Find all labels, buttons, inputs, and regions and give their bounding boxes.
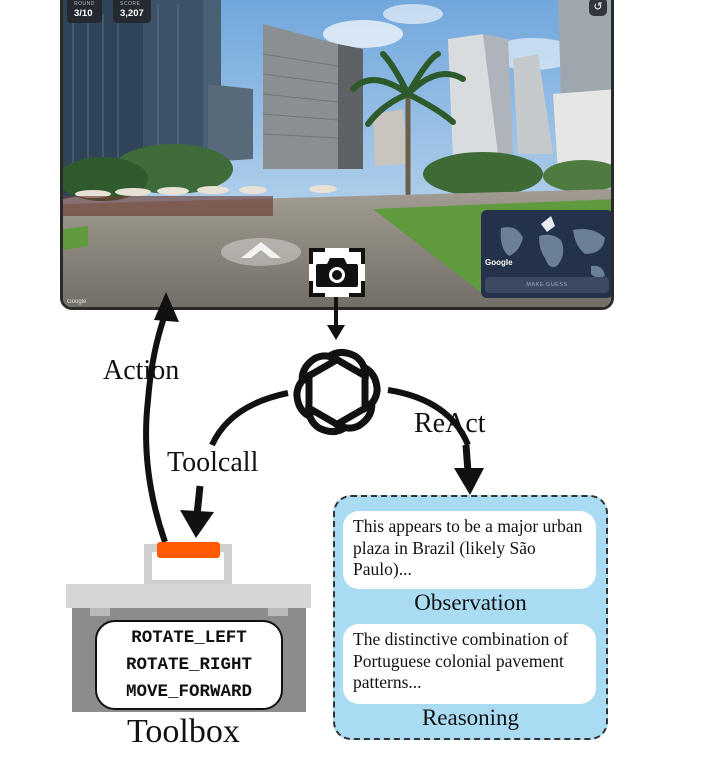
react-arrow-head [454,468,484,495]
round-counter: ROUND 3/10 [67,0,102,23]
round-value: 3/10 [74,8,93,19]
toolcall-arrow [193,485,204,516]
forward-arrow-icon[interactable] [221,238,301,266]
action-arrow [143,310,169,543]
toolbox-handle [157,542,220,558]
round-label: ROUND [74,1,95,7]
tool-rotate-left[interactable]: ROTATE_LEFT [131,628,247,648]
tool-list: ROTATE_LEFT ROTATE_RIGHT MOVE_FORWARD [95,620,283,710]
score-counter: SCORE 3,207 [113,0,151,23]
minimap-brand: Google [485,258,513,267]
memory-panel: This appears to be a major urban plaza i… [333,495,608,740]
react-arrow [462,444,472,473]
tool-move-forward[interactable]: MOVE_FORWARD [125,682,253,702]
world-map[interactable] [481,210,613,298]
react-label: ReAct [414,408,486,439]
corner-brand: Google [67,299,87,305]
score-value: 3,207 [120,8,144,19]
reset-icon[interactable]: ↺ [589,0,607,16]
observation-text: This appears to be a major urban plaza i… [343,511,596,589]
observe-arrow-head [327,325,345,340]
make-guess-button[interactable]: MAKE GUESS [485,277,609,293]
reasoning-text: The distinctive combination of Portugues… [343,624,596,704]
score-label: SCORE [120,1,141,7]
toolbox-label: Toolbox [127,713,240,750]
reasoning-title: Reasoning [421,705,520,730]
openai-logo-icon [289,344,385,440]
action-arrow-head [154,292,179,322]
guess-minimap[interactable]: Google MAKE GUESS [481,210,613,298]
action-label: Action [103,355,180,386]
tool-rotate-right[interactable]: ROTATE_RIGHT [125,655,253,675]
observation-title: Observation [414,590,527,615]
toolcall-arc [209,390,289,447]
toolcall-arrow-head [180,510,214,538]
camera-icon [309,248,365,297]
react-arc [387,387,471,447]
toolcall-label: Toolcall [167,447,259,478]
